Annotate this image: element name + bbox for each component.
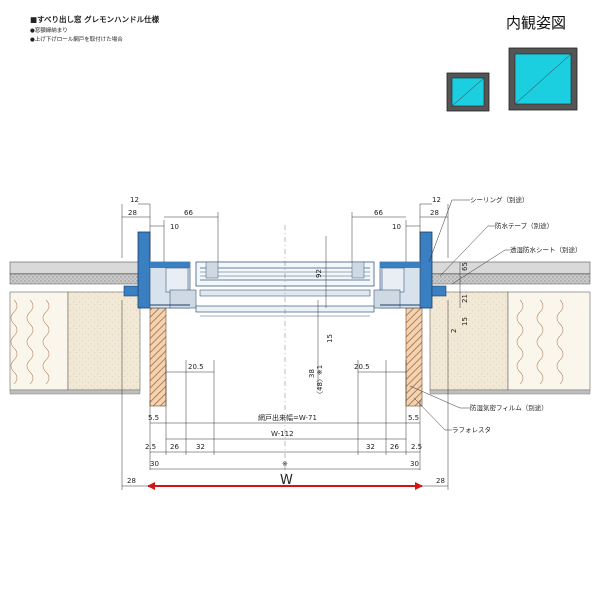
dim-10-left: 10 xyxy=(170,223,179,231)
header-title: ■すべり出し窓 グレモンハンドル仕様 xyxy=(30,15,160,24)
dim-2: 2 xyxy=(450,329,458,333)
dim-26-right: 26 xyxy=(390,443,399,451)
dim-5-5-left: 5.5 xyxy=(148,414,159,422)
dim-30-right: 30 xyxy=(410,460,419,468)
casing-right xyxy=(405,307,423,407)
callout-lath: ラフォレスタ xyxy=(452,425,491,434)
frame-left xyxy=(123,231,197,309)
view-title: 内観姿図 xyxy=(506,14,567,32)
wall-insulation-left xyxy=(9,291,141,391)
callout-permeable-sheet: 透湿防水シート（別途） xyxy=(510,245,582,254)
dim-5-5-right: 5.5 xyxy=(408,414,419,422)
dim-20-5-right: 20.5 xyxy=(354,363,370,371)
top-dims xyxy=(121,203,461,390)
vapor-film-left xyxy=(9,389,141,395)
dim-12-right: 12 xyxy=(432,196,441,204)
callout-vapor-film: 防湿気密フィルム（別途） xyxy=(470,403,548,412)
leader-lines xyxy=(409,199,510,431)
callout-waterproof-tape: 防水テープ（別途） xyxy=(495,221,553,230)
dim-26-left: 26 xyxy=(170,443,179,451)
dim-65: 65 xyxy=(461,262,469,271)
dim-28-bottom-left: 28 xyxy=(127,477,136,485)
dim-10-right: 10 xyxy=(392,223,401,231)
header-block: ■すべり出し窓 グレモンハンドル仕様 ●窓額縁納まり ●上げ下げロール網戸を取付… xyxy=(30,14,159,43)
dim-15-right: 15 xyxy=(461,317,469,326)
header-note-2: ●上げ下げロール網戸を取付けた場合 xyxy=(30,37,123,43)
dim-48: 〈48〉※1 xyxy=(316,365,324,398)
dim-66-right: 66 xyxy=(374,209,383,217)
dim-w-112: W-112 xyxy=(271,430,294,438)
dim-w: W xyxy=(280,473,293,488)
elevation-small xyxy=(446,72,490,112)
dim-30-left: 30 xyxy=(150,460,159,468)
dim-2-5-left: 2.5 xyxy=(145,443,156,451)
dim-66-left: 66 xyxy=(184,209,193,217)
dim-screen-width: 網戸出来幅=W-71 xyxy=(258,413,317,422)
wall-insulation-right xyxy=(429,291,591,391)
dim-2-5-right: 2.5 xyxy=(411,443,422,451)
frame-right xyxy=(373,231,447,309)
elevation-large xyxy=(508,47,578,111)
dim-20-5-left: 20.5 xyxy=(188,363,204,371)
dim-32-right: 32 xyxy=(366,443,375,451)
dim-92: 92 xyxy=(315,269,323,278)
callout-sealing: シーリング（別途） xyxy=(470,195,529,204)
casing-left xyxy=(149,307,167,407)
vapor-film-right xyxy=(429,389,591,395)
dim-28-left: 28 xyxy=(128,209,137,217)
dim-15-center: 15 xyxy=(326,334,334,343)
header-note-1: ●窓額縁納まり xyxy=(30,28,68,34)
dim-32-left: 32 xyxy=(196,443,205,451)
dim-21: 21 xyxy=(461,294,469,303)
dim-28-right: 28 xyxy=(430,209,439,217)
wall-siding xyxy=(9,261,591,285)
dim-38: 38 xyxy=(308,369,316,378)
dim-star: ※ xyxy=(282,460,288,468)
dim-28-bottom-right: 28 xyxy=(436,477,445,485)
dim-12-left: 12 xyxy=(130,196,139,204)
